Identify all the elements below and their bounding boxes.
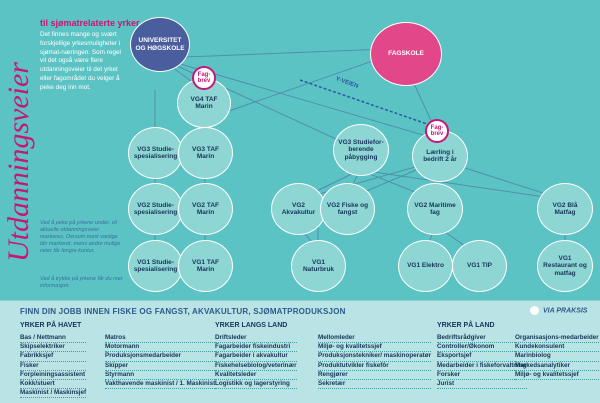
job-item[interactable]: Fiskehelsebiolog/veterinær [215, 362, 297, 371]
job-item[interactable]: Fisker [20, 362, 87, 371]
job-item[interactable]: Controller/Økonom [437, 343, 527, 353]
node-fagskole[interactable]: FAGSKOLE [370, 22, 442, 86]
node-vg3-studiespesialisering[interactable]: VG3 Studie-spesialisering [128, 127, 183, 179]
job-item[interactable]: Fabrikksjef [20, 352, 87, 362]
node-vg2-maritime-fag[interactable]: VG2 Maritime fag [407, 183, 463, 235]
job-item[interactable]: Marinbiolog [515, 352, 599, 362]
node-vg2-taf-marin[interactable]: VG2 TAF Marin [178, 183, 233, 235]
node-vg2-fiske-og-fangst[interactable]: VG2 Fiske og fangst [320, 183, 375, 235]
node-vg2-studiespesialisering[interactable]: VG2 Studie-spesialisering [128, 183, 183, 235]
job-item[interactable]: Organisasjons-medarbeider [515, 334, 599, 344]
node-vg2-bla-matfag[interactable]: VG2 Blå Matfag [537, 183, 593, 235]
job-item[interactable]: Driftsleder [215, 334, 297, 344]
job-item[interactable]: Bas / Nettmann [20, 334, 87, 344]
job-item[interactable]: Matros [105, 334, 216, 344]
job-item[interactable]: Sekretær [318, 380, 432, 390]
job-item[interactable]: Forsker [437, 371, 527, 381]
node-universitet[interactable]: UNIVERSITET OG HØGSKOLE [130, 17, 190, 72]
jobs-title: FINN DIN JOBB INNEN FISKE OG FANGST, AKV… [20, 307, 346, 316]
job-item[interactable]: Kvalitetsleder [215, 371, 297, 381]
help-note: Ved å peke på yrkene under, vil aktuelle… [40, 220, 121, 254]
job-item[interactable]: Medarbeider i fiskeforvaltning [437, 362, 527, 371]
job-item[interactable]: Eksportsjef [437, 352, 527, 362]
job-item[interactable]: Skipselektriker [20, 343, 87, 353]
praksis-dot-icon [530, 306, 539, 315]
heading-yrker-pa-havet: YRKER PÅ HAVET [20, 322, 82, 329]
job-item[interactable]: Forpleiningsassistent [20, 371, 87, 381]
job-item[interactable]: Skipper [105, 362, 216, 371]
node-vg3-pabygging[interactable]: VG3 Studiefor-berende påbygging [333, 124, 389, 176]
node-vg1-studiespesialisering[interactable]: VG1 Studie-spesialisering [128, 240, 183, 292]
job-item[interactable]: Produksjonstekniker/ maskinoperatør [318, 352, 432, 362]
job-item[interactable]: Markedsanalytiker [515, 362, 599, 371]
job-item[interactable]: Produksjonsmedarbeider [105, 352, 216, 362]
node-vg1-tip[interactable]: VG1 TIP [452, 240, 507, 292]
job-item[interactable]: Fagarbeider fiskeindustri [215, 343, 297, 353]
job-item[interactable]: Mellomleder [318, 334, 432, 344]
job-item[interactable]: Miljø- og kvalitetssjef [318, 343, 432, 353]
page-title: Utdanningsveier [2, 62, 35, 262]
node-vg1-taf-marin[interactable]: VG1 TAF Marin [178, 240, 233, 292]
job-item[interactable]: Kokk/stuert [20, 380, 87, 390]
job-item[interactable]: Fagarbeider i akvakultur [215, 352, 297, 362]
job-item[interactable]: Motormann [105, 343, 216, 353]
node-vg1-elektro[interactable]: VG1 Elektro [398, 240, 453, 292]
job-item[interactable]: Vakthavende maskinist / 1. Maskinist [105, 380, 216, 390]
intro-text: Det finnes mange og svært forskjellige y… [40, 31, 121, 91]
job-item[interactable]: Bedriftsrådgiver [437, 334, 527, 344]
job-item[interactable]: Maskinist / Maskinsjef [20, 389, 87, 399]
job-item[interactable]: Miljø- og kvalitetssjef [515, 371, 599, 381]
fagbrev-badge: Fag-brev [192, 66, 216, 90]
job-item[interactable]: Logistikk og lagerstyring [215, 380, 297, 390]
job-item[interactable]: Jurist [437, 380, 527, 390]
fagbrev-badge: Fag-brev [425, 119, 449, 143]
heading-yrker-pa-land: YRKER PÅ LAND [437, 322, 495, 329]
via-praksis-legend: VIA PRAKSIS [530, 306, 587, 315]
subtitle: til sjømatrelaterte yrker [40, 18, 140, 28]
job-item[interactable]: Styrmann [105, 371, 216, 381]
job-item[interactable]: Produktutvikler fiskefôr [318, 362, 432, 371]
node-vg1-naturbruk[interactable]: VG1 Naturbruk [291, 240, 346, 292]
help-note-click: Ved å trykke på yrkene får du mer inform… [40, 276, 123, 289]
heading-yrker-langs-land: YRKER LANGS LAND [215, 322, 288, 329]
job-item[interactable]: Kundekonsulent [515, 343, 599, 353]
job-item[interactable]: Rengjører [318, 371, 432, 381]
node-vg3-taf-marin[interactable]: VG3 TAF Marin [178, 127, 233, 179]
jobs-panel: FINN DIN JOBB INNEN FISKE OG FANGST, AKV… [0, 300, 600, 403]
node-vg1-restaurant-og-matfag[interactable]: VG1 Restaurant og matfag [537, 240, 593, 292]
node-vg2-akvakultur[interactable]: VG2 Akvakultur [271, 183, 326, 235]
